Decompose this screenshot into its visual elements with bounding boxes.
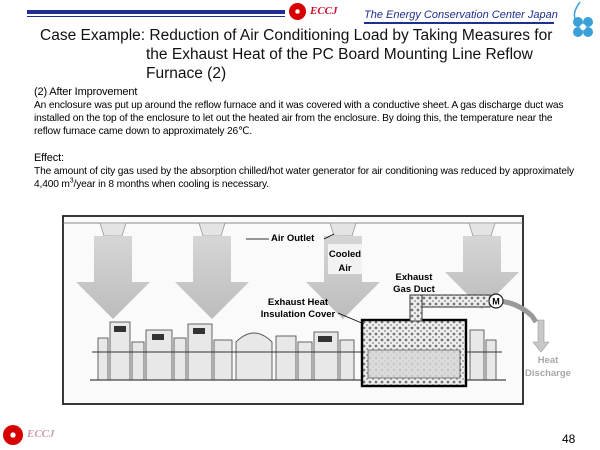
improvement-heading: (2) After Improvement xyxy=(34,86,138,98)
effect-heading: Effect: xyxy=(34,152,64,164)
header-organization: The Energy Conservation Center Japan xyxy=(364,9,558,21)
motor-icon: M xyxy=(488,293,504,309)
title-line-2: the Exhaust Heat of the PC Board Mountin… xyxy=(146,46,533,63)
cooled-label: Cooled xyxy=(329,249,361,260)
effect-section: Effect: The amount of city gas used by t… xyxy=(34,152,579,191)
eccj-logo-icon xyxy=(289,3,306,20)
machine-screens xyxy=(114,326,332,342)
effect-text: The amount of city gas used by the absor… xyxy=(34,165,579,191)
effect-superscript: 3 xyxy=(69,177,74,185)
header-rule-left-thin xyxy=(27,16,285,17)
footer-logo-icon xyxy=(3,425,23,445)
improvement-text: An enclosure was put up around the reflo… xyxy=(34,100,564,137)
heat-label: Heat xyxy=(538,355,559,366)
heat-discharge-arrow xyxy=(532,319,550,353)
motor-label: M xyxy=(492,297,500,307)
discharge-label: Discharge xyxy=(525,368,571,379)
title-line-1: Case Example: Reduction of Air Condition… xyxy=(40,27,553,44)
insulation-leader xyxy=(337,312,365,325)
production-line xyxy=(92,321,502,381)
air-outlet-1 xyxy=(76,222,150,319)
header-rule-right xyxy=(364,22,554,24)
reflow-furnace-body xyxy=(367,349,461,379)
air-outlet-4 xyxy=(445,222,519,309)
page-title: Case Example: Reduction of Air Condition… xyxy=(40,26,560,83)
effect-text-before: The amount of city gas used by the absor… xyxy=(34,166,574,190)
footer-brand: ECCJ xyxy=(27,428,55,440)
reflow-enclosure-diagram: M Air Outlet Cooled Air Exhaust Gas Duct… xyxy=(62,215,571,405)
air-outlet-label: Air Outlet xyxy=(271,233,315,244)
cooled-air-label-box xyxy=(328,244,362,274)
air-outlet-2 xyxy=(175,222,249,319)
header-brand: ECCJ xyxy=(310,5,338,17)
insulation-label-line-2: Insulation Cover xyxy=(261,309,336,320)
insulation-label-line-1: Exhaust Heat xyxy=(268,297,329,308)
gas-duct-label: Gas Duct xyxy=(393,284,436,295)
improvement-section: (2) After Improvement An enclosure was p… xyxy=(34,86,579,138)
effect-text-after: /year in 8 months when cooling is necess… xyxy=(73,179,270,190)
air-label: Air xyxy=(338,263,352,274)
exhaust-label: Exhaust xyxy=(396,272,434,283)
page-number: 48 xyxy=(562,432,576,446)
header-rule-left xyxy=(27,10,285,14)
clover-logo-icon xyxy=(573,1,593,37)
title-line-3: Furnace (2) xyxy=(146,65,227,82)
